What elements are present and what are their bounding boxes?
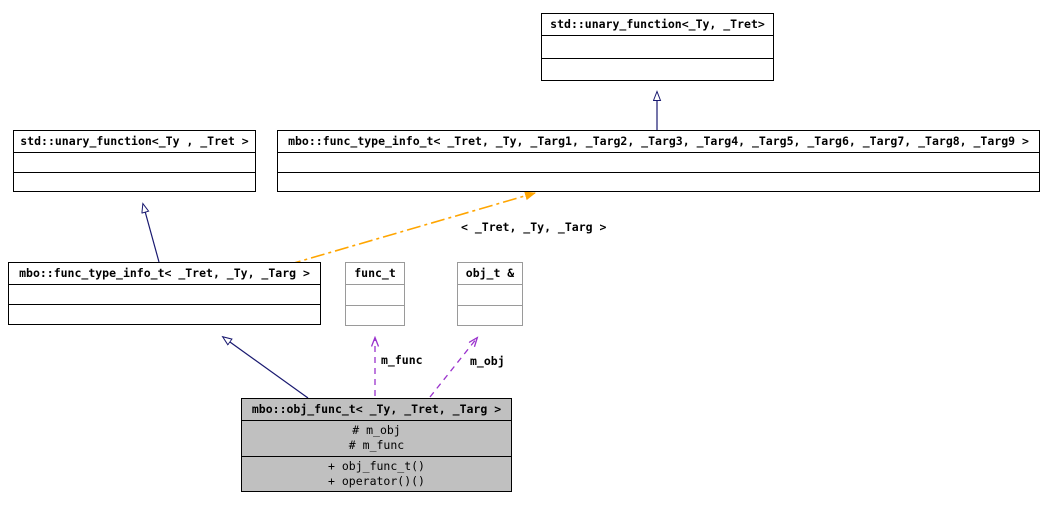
- node-title: obj_t &: [465, 266, 515, 280]
- edge-inheritance-functypeinfoshort-to-unaryfunction-left: [143, 204, 160, 263]
- node-attributes: [14, 153, 255, 172]
- node-attributes: [278, 153, 1039, 172]
- attribute-m-obj: # m_obj: [352, 423, 401, 437]
- node-separator: [542, 57, 773, 59]
- node-mbo-func-type-info-t-full[interactable]: mbo::func_type_info_t< _Tret, _Ty, _Targ…: [277, 130, 1040, 192]
- node-operations: [346, 306, 404, 326]
- node-operations: [542, 59, 773, 81]
- node-separator: [9, 304, 320, 305]
- node-separator: [278, 171, 1039, 173]
- node-mbo-func-type-info-t-short[interactable]: mbo::func_type_info_t< _Tret, _Ty, _Targ…: [8, 262, 321, 325]
- operation-call: + operator()(): [328, 473, 425, 488]
- node-title: func_t: [354, 266, 396, 280]
- node-attributes: [542, 36, 773, 58]
- node-separator: [242, 420, 511, 421]
- node-obj-t-ref[interactable]: obj_t &: [457, 262, 523, 326]
- node-attributes: # m_obj # m_func: [242, 421, 511, 456]
- node-func-t[interactable]: func_t: [345, 262, 405, 326]
- node-title: std::unary_function<_Ty , _Tret >: [20, 134, 249, 148]
- node-attributes: [9, 285, 320, 304]
- node-operations: [14, 173, 255, 192]
- node-std-unary-function-top[interactable]: std::unary_function<_Ty, _Tret>: [541, 13, 774, 81]
- node-separator: [242, 455, 511, 457]
- node-operations: [9, 305, 320, 324]
- edge-label-template-binding: < _Tret, _Ty, _Targ >: [461, 220, 607, 234]
- node-separator: [458, 284, 522, 285]
- node-operations: [278, 173, 1039, 192]
- node-separator: [278, 152, 1039, 153]
- node-std-unary-function-left[interactable]: std::unary_function<_Ty , _Tret >: [13, 130, 256, 192]
- node-operations: [458, 306, 522, 326]
- node-separator: [9, 284, 320, 285]
- operation-constructor: + obj_func_t(): [328, 458, 425, 473]
- edge-inheritance-objfunct-to-functypeinfoshort: [223, 337, 309, 399]
- node-separator: [14, 171, 255, 173]
- node-attributes: [346, 285, 404, 305]
- node-title: std::unary_function<_Ty, _Tret>: [550, 17, 765, 31]
- node-separator: [346, 304, 404, 306]
- node-mbo-obj-func-t[interactable]: mbo::obj_func_t< _Ty, _Tret, _Targ > # m…: [241, 398, 512, 492]
- node-title: mbo::func_type_info_t< _Tret, _Ty, _Targ…: [19, 266, 310, 280]
- edge-label-m-obj: m_obj: [470, 354, 505, 368]
- edge-label-m-func: m_func: [381, 353, 423, 367]
- attribute-m-func: # m_func: [348, 438, 405, 452]
- node-separator: [542, 35, 773, 36]
- node-separator: [458, 304, 522, 306]
- node-separator: [14, 152, 255, 153]
- node-title: mbo::obj_func_t< _Ty, _Tret, _Targ >: [251, 402, 502, 416]
- node-operations: + obj_func_t() + operator()(): [242, 457, 511, 492]
- node-separator: [346, 284, 404, 285]
- node-attributes: [458, 285, 522, 305]
- node-title: mbo::func_type_info_t< _Tret, _Ty, _Targ…: [288, 134, 1029, 148]
